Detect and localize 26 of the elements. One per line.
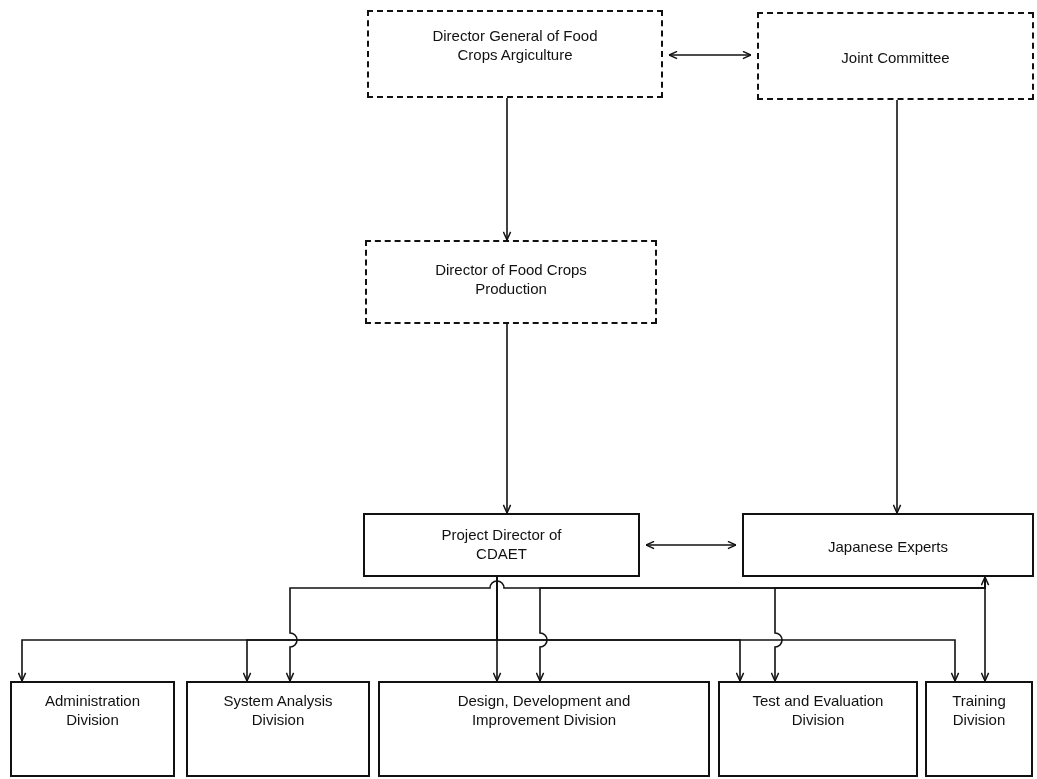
- org-box: [757, 12, 1034, 100]
- org-box: [363, 513, 640, 577]
- box-label: Project Director of CDAET: [440, 525, 563, 563]
- arrow: [980, 576, 990, 682]
- arrow: [645, 540, 737, 550]
- box-label: Director of Food Crops Production: [434, 260, 588, 298]
- division-box: [718, 681, 918, 777]
- arrow: [668, 50, 752, 60]
- box-label: Joint Committee: [840, 48, 951, 67]
- org-box: [742, 513, 1034, 577]
- box-label: Training Division: [951, 691, 1007, 729]
- arrow: [892, 99, 902, 514]
- box-label: Director General of Food Crops Argiculture: [431, 26, 599, 64]
- division-box: [186, 681, 370, 777]
- box-label: Design, Development and Improvement Division: [456, 691, 632, 729]
- org-box: [365, 240, 657, 324]
- box-label: Administration Division: [43, 691, 141, 729]
- org-box: [367, 10, 663, 98]
- division-box: [378, 681, 710, 777]
- division-box: [925, 681, 1033, 777]
- arrow: [502, 323, 512, 514]
- box-label: Test and Evaluation Division: [751, 691, 885, 729]
- division-box: [10, 681, 175, 777]
- box-label: System Analysis Division: [222, 691, 334, 729]
- arrow: [502, 97, 512, 241]
- box-label: Japanese Experts: [826, 537, 950, 556]
